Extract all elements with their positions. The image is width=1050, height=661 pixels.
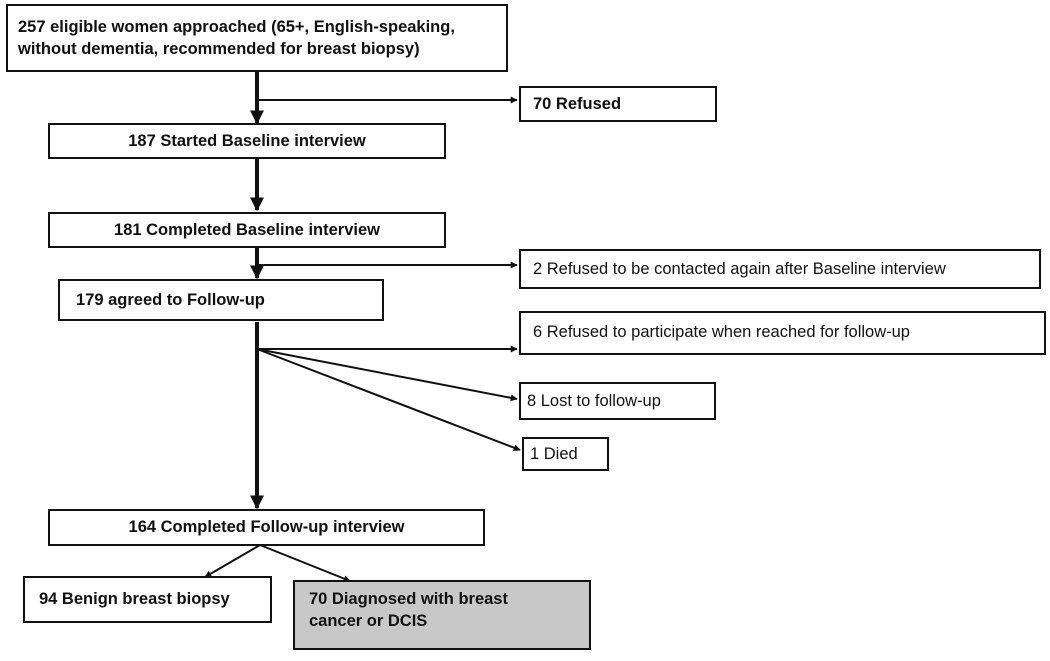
arrow-to-benign <box>204 544 261 578</box>
died-box: 1 Died <box>522 437 609 471</box>
approached-text-line2: without dementia, recommended for breast… <box>18 40 420 58</box>
approached-box: 257 eligible women approached (65+, Engl… <box>6 4 508 72</box>
refused-participate-box: 6 Refused to participate when reached fo… <box>519 311 1046 355</box>
started-baseline-box: 187 Started Baseline interview <box>48 123 446 159</box>
completed-baseline-box: 181 Completed Baseline interview <box>48 212 446 248</box>
refused-contact-box: 2 Refused to be contacted again after Ba… <box>519 249 1041 289</box>
died-text: 1 Died <box>530 444 578 463</box>
completed-followup-box: 164 Completed Follow-up interview <box>48 509 485 546</box>
arrow-to-cancer <box>259 544 351 582</box>
completed-followup-text: 164 Completed Follow-up interview <box>128 518 405 537</box>
lost-box: 8 Lost to follow-up <box>519 382 716 420</box>
approached-text-line1: 257 eligible women approached (65+, Engl… <box>18 17 455 36</box>
lost-text: 8 Lost to follow-up <box>527 391 661 410</box>
arrow-to-died <box>256 348 521 452</box>
refused-participate-text: 6 Refused to participate when reached fo… <box>533 323 910 341</box>
completed-baseline-text: 181 Completed Baseline interview <box>114 220 380 239</box>
refused-box: 70 Refused <box>519 86 717 122</box>
cancer-box: 70 Diagnosed with breast cancer or DCIS <box>293 580 591 650</box>
arrow-to-lost <box>256 348 518 402</box>
cancer-text-line1: 70 Diagnosed with breast <box>309 590 508 608</box>
benign-box: 94 Benign breast biopsy <box>23 576 272 623</box>
benign-text: 94 Benign breast biopsy <box>39 590 230 608</box>
refused-text: 70 Refused <box>533 94 622 113</box>
agreed-followup-box: 179 agreed to Follow-up <box>58 279 384 321</box>
started-baseline-text: 187 Started Baseline interview <box>128 131 366 150</box>
cancer-text-line2: cancer or DCIS <box>309 612 428 631</box>
agreed-followup-text: 179 agreed to Follow-up <box>76 290 265 309</box>
refused-contact-text: 2 Refused to be contacted again after Ba… <box>533 259 946 278</box>
